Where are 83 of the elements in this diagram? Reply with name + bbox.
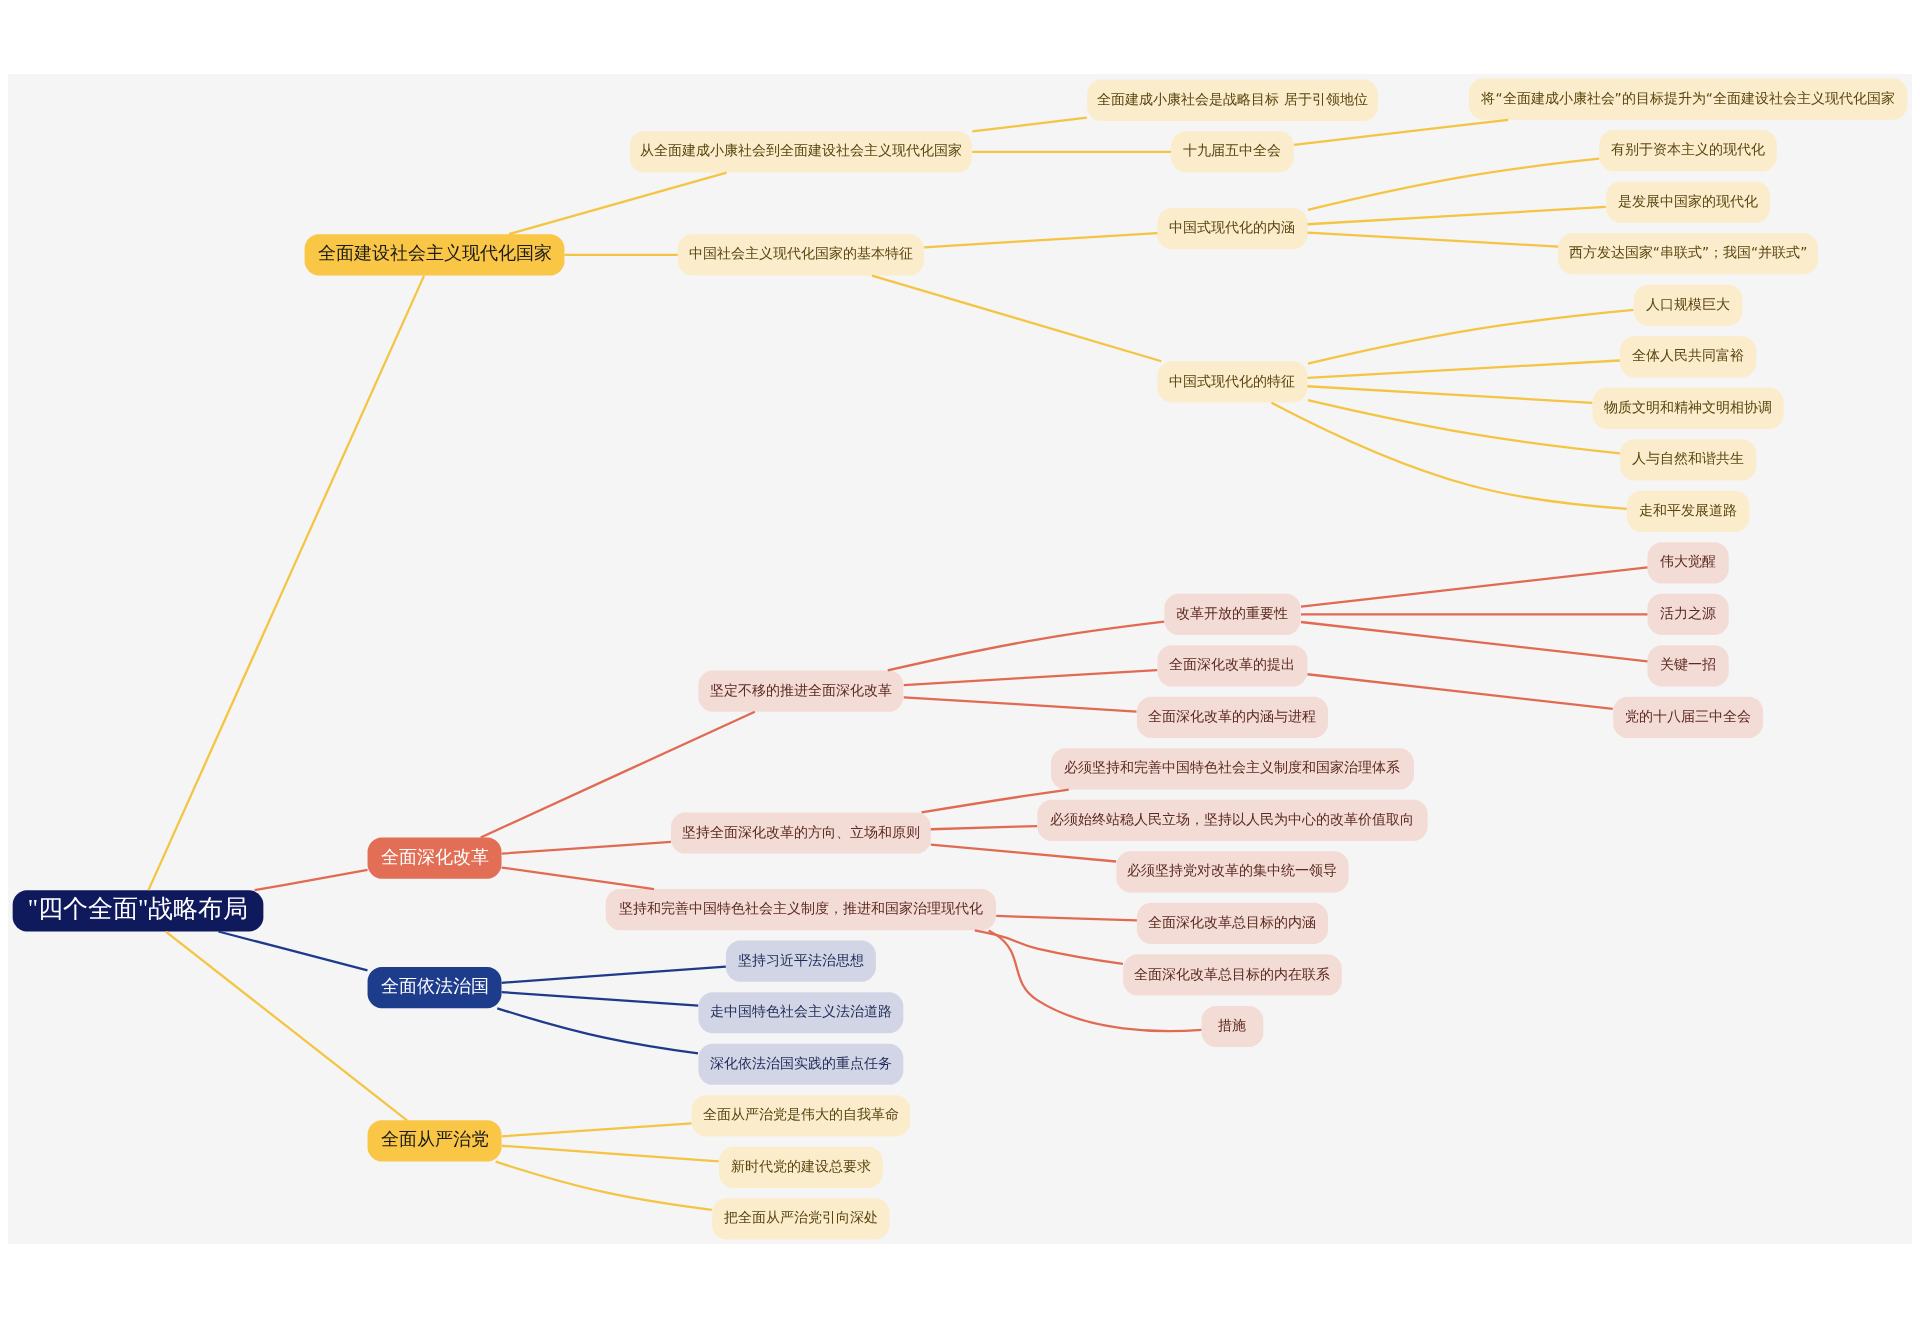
node-box: 十九届五中全会 [1171,131,1294,173]
node-box: 走中国特色社会主义法治道路 [698,992,904,1034]
connector [501,990,699,1007]
node-box: 把全面从严治党引向深处 [712,1198,890,1240]
connector [496,1007,699,1055]
node-box: 全面深化改革 [367,837,502,879]
connector [996,914,1137,922]
connector [480,710,756,839]
node-box: 新时代党的建设总要求 [719,1146,883,1188]
node-box: 全面深化改革的提出 [1157,645,1308,687]
node-box: 关键一招 [1647,645,1729,687]
connector [501,840,671,855]
node-box: 坚持习近平法治思想 [725,940,876,982]
node-box: 坚持全面深化改革的方向、立场和原则 [670,812,931,854]
connector [147,275,426,891]
node-box: 活力之源 [1647,593,1729,635]
node-box: 深化依法治国实践的重点任务 [698,1043,904,1085]
node-box: 中国式现代化的内涵 [1157,207,1308,250]
node-box: 人口规模巨大 [1633,284,1743,326]
node-box: 措施 [1201,1005,1264,1048]
connector [924,231,1158,249]
connector [1293,118,1509,146]
node-box: 全体人民共同富裕 [1620,336,1757,378]
node-box: 坚持和完善中国特色社会主义制度，推进和国家治理现代化 [605,889,997,931]
connector [871,274,1162,363]
node-box: 必须始终站稳人民立场，坚持以人民为中心的改革价值取向 [1037,799,1428,842]
connector [1307,385,1593,404]
node-box: 全面从严治党 [367,1120,502,1162]
connector [501,1122,692,1138]
connector [1300,620,1648,663]
node-box: 中国式现代化的特征 [1157,361,1308,403]
connector [1307,673,1613,711]
node-box: 物质文明和精神文明相协调 [1592,387,1784,429]
connector [501,866,655,891]
node-box: 全面深化改革的内涵与进程 [1136,696,1329,738]
node-box: 是发展中国家的现代化 [1606,181,1770,223]
connector [1307,308,1634,365]
node-box: 全面依法治国 [367,966,502,1009]
node-box: 人与自然和谐共生 [1620,439,1757,481]
node-box: 必须坚持党对改革的集中统一领导 [1116,851,1349,893]
node-box: 全面深化改革总目标的内在联系 [1123,954,1342,996]
node-box: 必须坚持和完善中国特色社会主义制度和国家治理体系 [1051,748,1414,790]
node-box: "四个全面"战略布局 [12,890,264,932]
connector [501,965,726,984]
node-box: 全面从严治党是伟大的自我革命 [691,1095,911,1137]
node-box: 将“全面建成小康社会”的目标提升为“全面建设社会主义现代化国家 [1468,78,1908,120]
connector [508,171,727,236]
connector [1300,566,1648,608]
connector [972,116,1087,133]
connector [887,620,1165,672]
connector [974,929,1124,966]
node-box: 改革开放的重要性 [1164,593,1301,635]
node-box: 全面建成小康社会是战略目标 居于引领地位 [1087,79,1378,121]
node-box: 有别于资本主义的现代化 [1599,130,1777,172]
node-box: 全面深化改革总目标的内涵 [1136,902,1329,945]
connector [988,929,1202,1033]
connector [1307,231,1559,248]
connector [1301,613,1648,616]
node-box: 从全面建成小康社会到全面建设社会主义现代化国家 [629,131,972,173]
node-box: 伟大觉醒 [1647,542,1729,584]
connector [903,669,1158,687]
connector [1307,399,1621,455]
connector [903,696,1137,713]
connector [1307,205,1606,226]
connector [165,930,408,1122]
connector [1270,401,1627,510]
node-box: 中国社会主义现代化国家的基本特征 [677,234,924,276]
node-box: 全面建设社会主义现代化国家 [304,234,565,276]
connector [930,843,1117,863]
connector [972,150,1171,153]
connector [218,930,368,972]
connector [1307,157,1600,211]
node-box: 走和平发展道路 [1626,490,1750,532]
node-box: 西方发达国家“串联式”；我国“并联式” [1558,233,1819,275]
connector [495,1160,712,1212]
connector [254,868,368,892]
connector [930,824,1038,831]
connector [921,788,1069,814]
node-box: 党的十八届三中全会 [1613,696,1764,738]
connector [501,1144,719,1163]
connector [564,253,678,257]
connector [1307,359,1620,379]
node-box: 坚定不移的推进全面深化改革 [698,670,904,712]
